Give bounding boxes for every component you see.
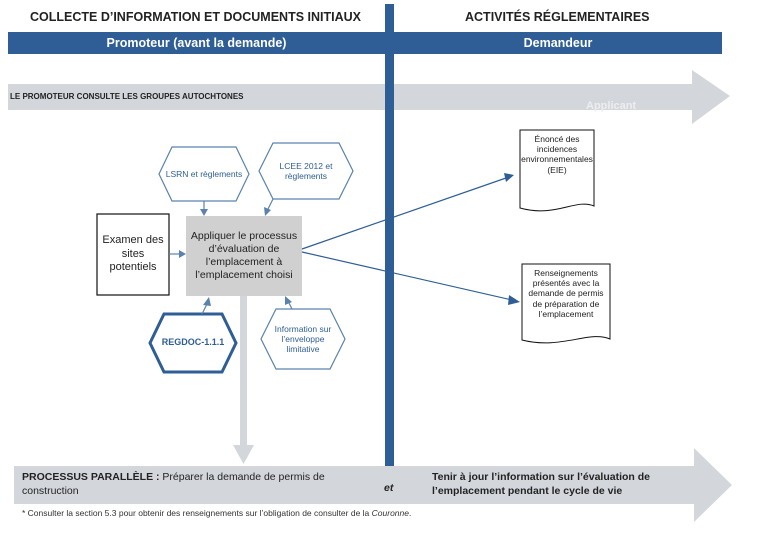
top-consult-arrow (8, 70, 730, 124)
footnote: * Consulter la section 5.3 pour obtenir … (22, 508, 411, 518)
column-divider (385, 4, 394, 466)
regdoc-arrow (201, 303, 208, 315)
renseignements-document-shape (521, 263, 611, 344)
parallel-process-bold: PROCESSUS PARALLÈLE : (22, 471, 160, 483)
process-to-eie-arrowhead (504, 173, 514, 182)
examen-box (96, 213, 170, 296)
lsrn-label: LSRN et règlements (165, 168, 243, 179)
process-to-renseignements-arrow (301, 251, 513, 301)
process-box (186, 216, 302, 296)
enveloppe-arrow (288, 302, 293, 310)
examen-label: Examen des sites potentiels (102, 233, 164, 274)
footnote-italic: Couronne (371, 508, 409, 518)
process-to-eie-arrow (301, 177, 507, 250)
lcee-label: LCEE 2012 et règlements (279, 160, 333, 181)
enveloppe-label: Information sur l’enveloppe limitative (274, 323, 332, 355)
right-band-label: Demandeur (523, 36, 593, 50)
parallel-process-rest: Préparer la demande de permis de constru… (22, 471, 325, 498)
enveloppe-hexagon (260, 308, 346, 370)
left-band: Promoteur (avant la demande) (8, 32, 385, 54)
process-label: Appliquer le processus d’évaluation de l… (190, 229, 298, 282)
enveloppe-arrowhead (285, 296, 292, 305)
bottom-parallel-arrow (14, 448, 732, 522)
lcee-arrowhead (264, 207, 271, 216)
eie-document-shape (519, 129, 595, 212)
process-down-arrowhead (233, 445, 254, 464)
regdoc-label: REGDOC-1.1.1 (161, 337, 225, 348)
connector-et: et (384, 482, 394, 494)
lcee-hexagon (258, 142, 354, 200)
process-down-shaft (240, 296, 247, 446)
faded-applicant-label: Applicant (586, 100, 637, 112)
lcee-arrow (267, 198, 274, 210)
left-column-title: COLLECTE D’INFORMATION ET DOCUMENTS INIT… (30, 10, 362, 24)
lsrn-hexagon (158, 146, 250, 202)
renseignements-label: Renseignements présentés avec la demande… (528, 268, 604, 319)
regdoc-hexagon (148, 312, 238, 374)
left-band-label: Promoteur (avant la demande) (106, 36, 287, 50)
lifecycle-text: Tenir à jour l’information sur l’évaluat… (432, 471, 651, 498)
parallel-process-text: PROCESSUS PARALLÈLE : Préparer la demand… (22, 470, 367, 498)
footnote-end: . (409, 508, 412, 518)
right-band: Demandeur (394, 32, 722, 54)
right-column-title: ACTIVITÉS RÉGLEMENTAIRES (465, 10, 650, 24)
process-to-renseignements-arrowhead (508, 295, 520, 305)
consult-label: LE PROMOTEUR CONSULTE LES GROUPES AUTOCH… (10, 92, 244, 101)
eie-label: Énoncé des incidences environnementales … (521, 134, 593, 175)
examen-to-process-arrowhead (179, 250, 186, 258)
footnote-text: * Consulter la section 5.3 pour obtenir … (22, 508, 372, 518)
regdoc-arrowhead (203, 297, 211, 306)
lsrn-arrowhead (200, 209, 208, 216)
